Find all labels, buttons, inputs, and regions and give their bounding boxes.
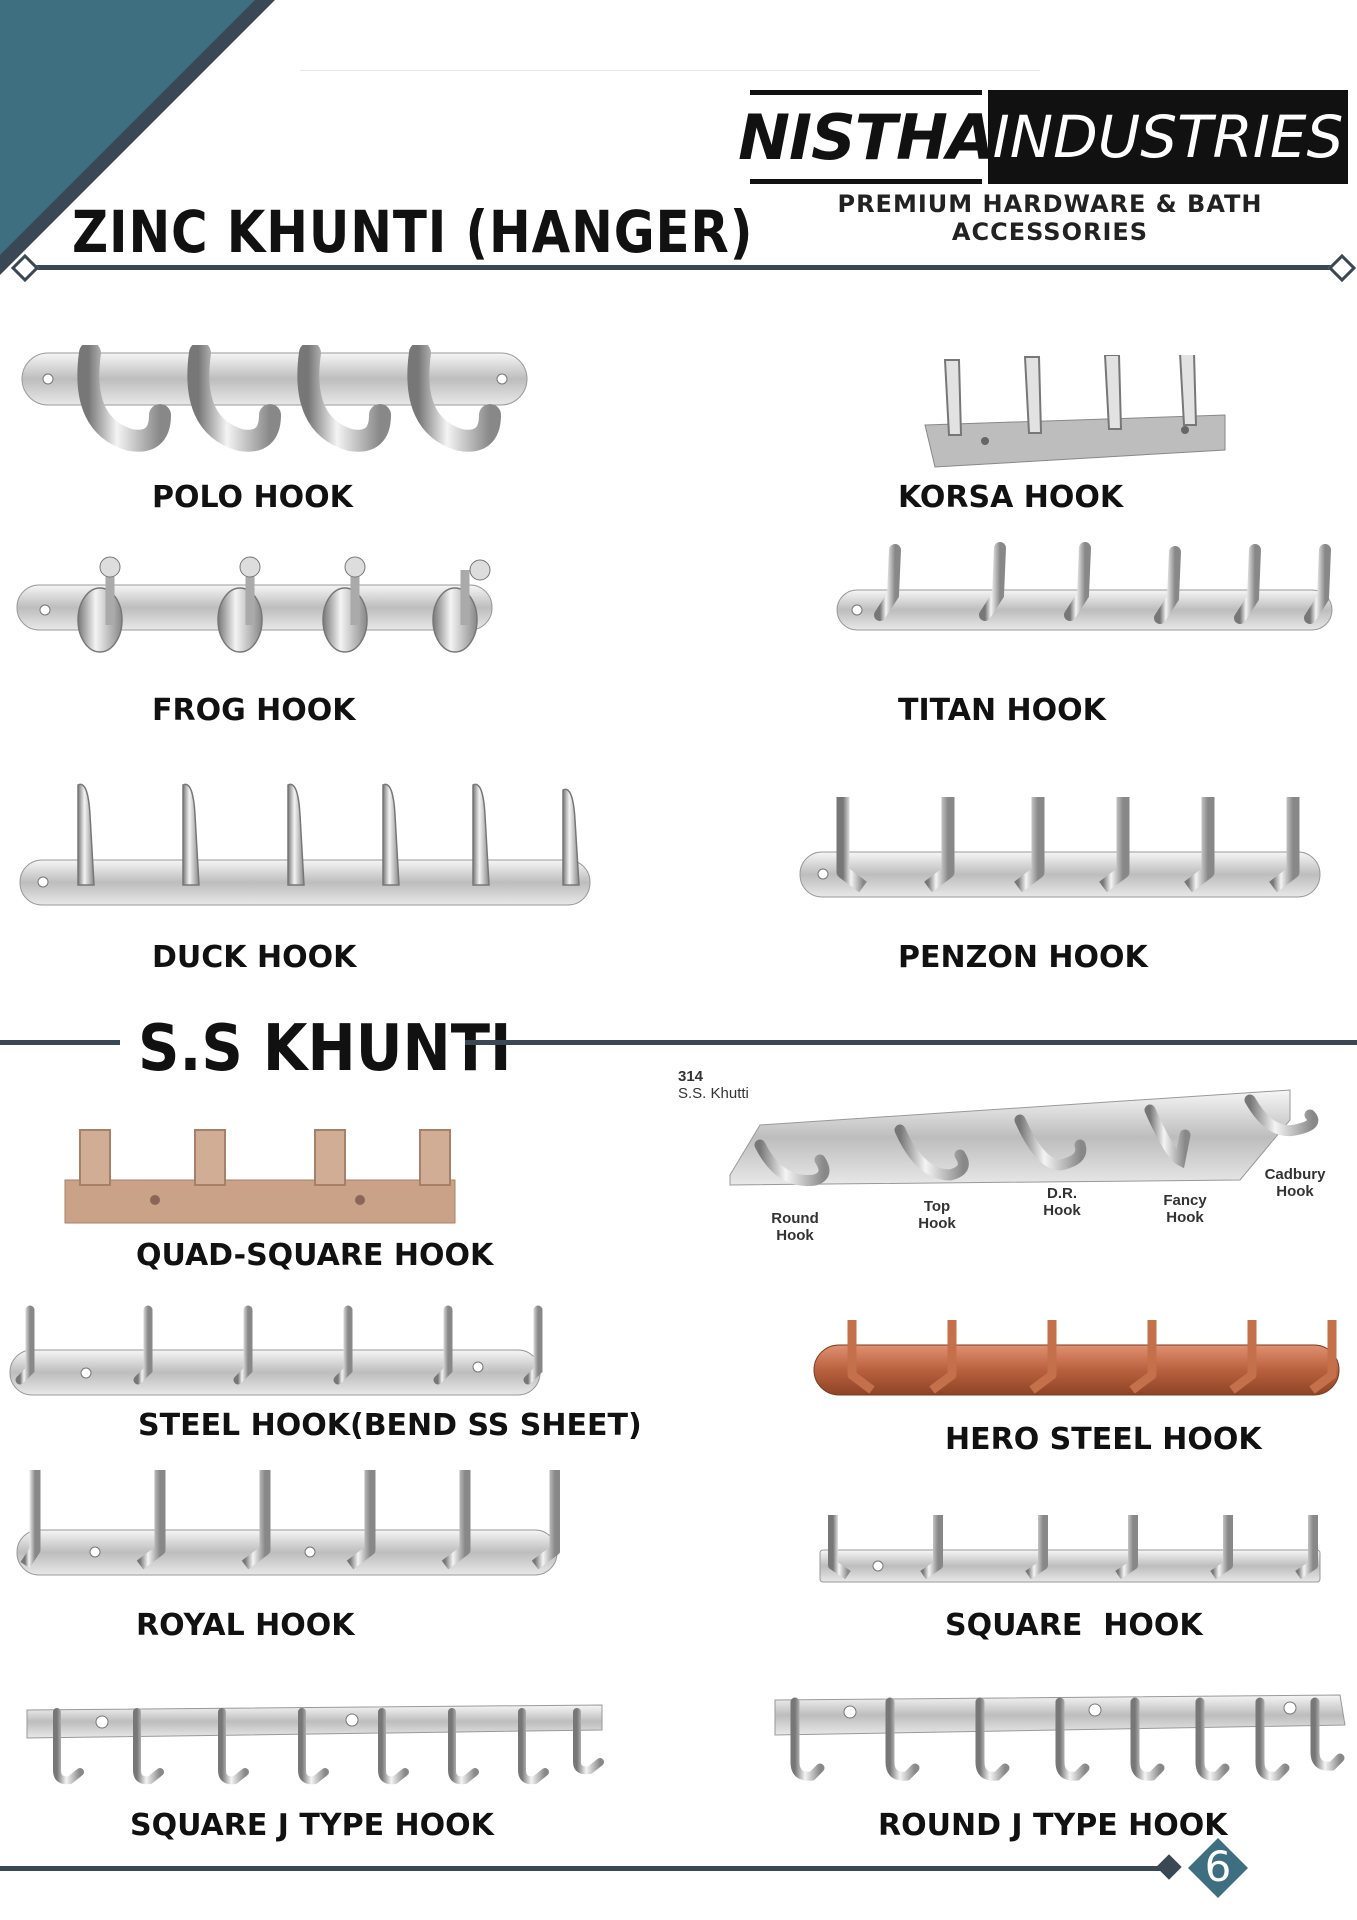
footer-rule [0,1866,1170,1871]
brand-tagline: PREMIUM HARDWARE & BATH ACCESSORIES [837,190,1263,246]
product-label-penzon: PENZON HOOK [898,940,1148,975]
corner-decoration [0,0,275,275]
steel-bend-hook-image [9,1305,543,1396]
page-number-badge [1188,1838,1248,1898]
product-label-duck: DUCK HOOK [152,940,357,975]
sample-annotation-dr: D.R.Hook [1043,1185,1081,1219]
square-j-type-hook-image [26,1704,604,1785]
round-j-type-hook-image [774,1694,1346,1781]
section-title-zinc: ZINC KHUNTI (HANGER) [72,198,754,266]
product-label-square-j-type: SQUARE J TYPE HOOK [130,1808,494,1843]
page-number: 6 [1204,1842,1232,1891]
quad-square-hook-image [64,1129,456,1224]
polo-hook-image [21,345,528,452]
product-label-frog: FROG HOOK [152,693,356,728]
brand-logo: NISTHA INDUSTRIES PREMIUM HARDWARE & BAT… [738,90,1350,246]
product-label-steel-bend: STEEL HOOK(BEND SS SHEET) [138,1408,642,1443]
section-rule-ss-left [0,1040,120,1045]
product-label-titan: TITAN HOOK [898,693,1106,728]
footer-rule-diamond [1156,1854,1182,1880]
product-label-hero-steel: HERO STEEL HOOK [945,1422,1262,1457]
product-label-royal: ROYAL HOOK [136,1608,355,1643]
frog-hook-image [16,556,493,653]
product-label-korsa: KORSA HOOK [898,480,1124,515]
sample-code: 314 [678,1068,704,1085]
sample-name: S.S. Khutti [678,1085,749,1102]
square-hook-image [819,1515,1321,1583]
top-hairline [300,70,1040,71]
brand-name-right: INDUSTRIES [988,90,1348,184]
rule-end-diamond-right [1327,253,1357,283]
ss-khutti-sample-image [729,1089,1319,1187]
titan-hook-image [836,542,1333,631]
korsa-hook-image [924,355,1226,468]
hero-steel-hook-image [813,1320,1340,1396]
product-label-polo: POLO HOOK [152,480,353,515]
penzon-hook-image [799,797,1321,898]
royal-hook-image [16,1470,560,1576]
product-label-round-j-type: ROUND J TYPE HOOK [878,1808,1228,1843]
brand-name-left: NISTHA [738,90,995,184]
section-rule-ss-right [465,1040,1357,1045]
section-rule-zinc [24,265,1342,270]
product-label-square: SQUARE HOOK [945,1608,1203,1643]
section-title-ss: S.S KHUNTI [138,1012,512,1086]
product-label-quad-square: QUAD-SQUARE HOOK [136,1238,494,1273]
duck-hook-image [19,783,591,906]
